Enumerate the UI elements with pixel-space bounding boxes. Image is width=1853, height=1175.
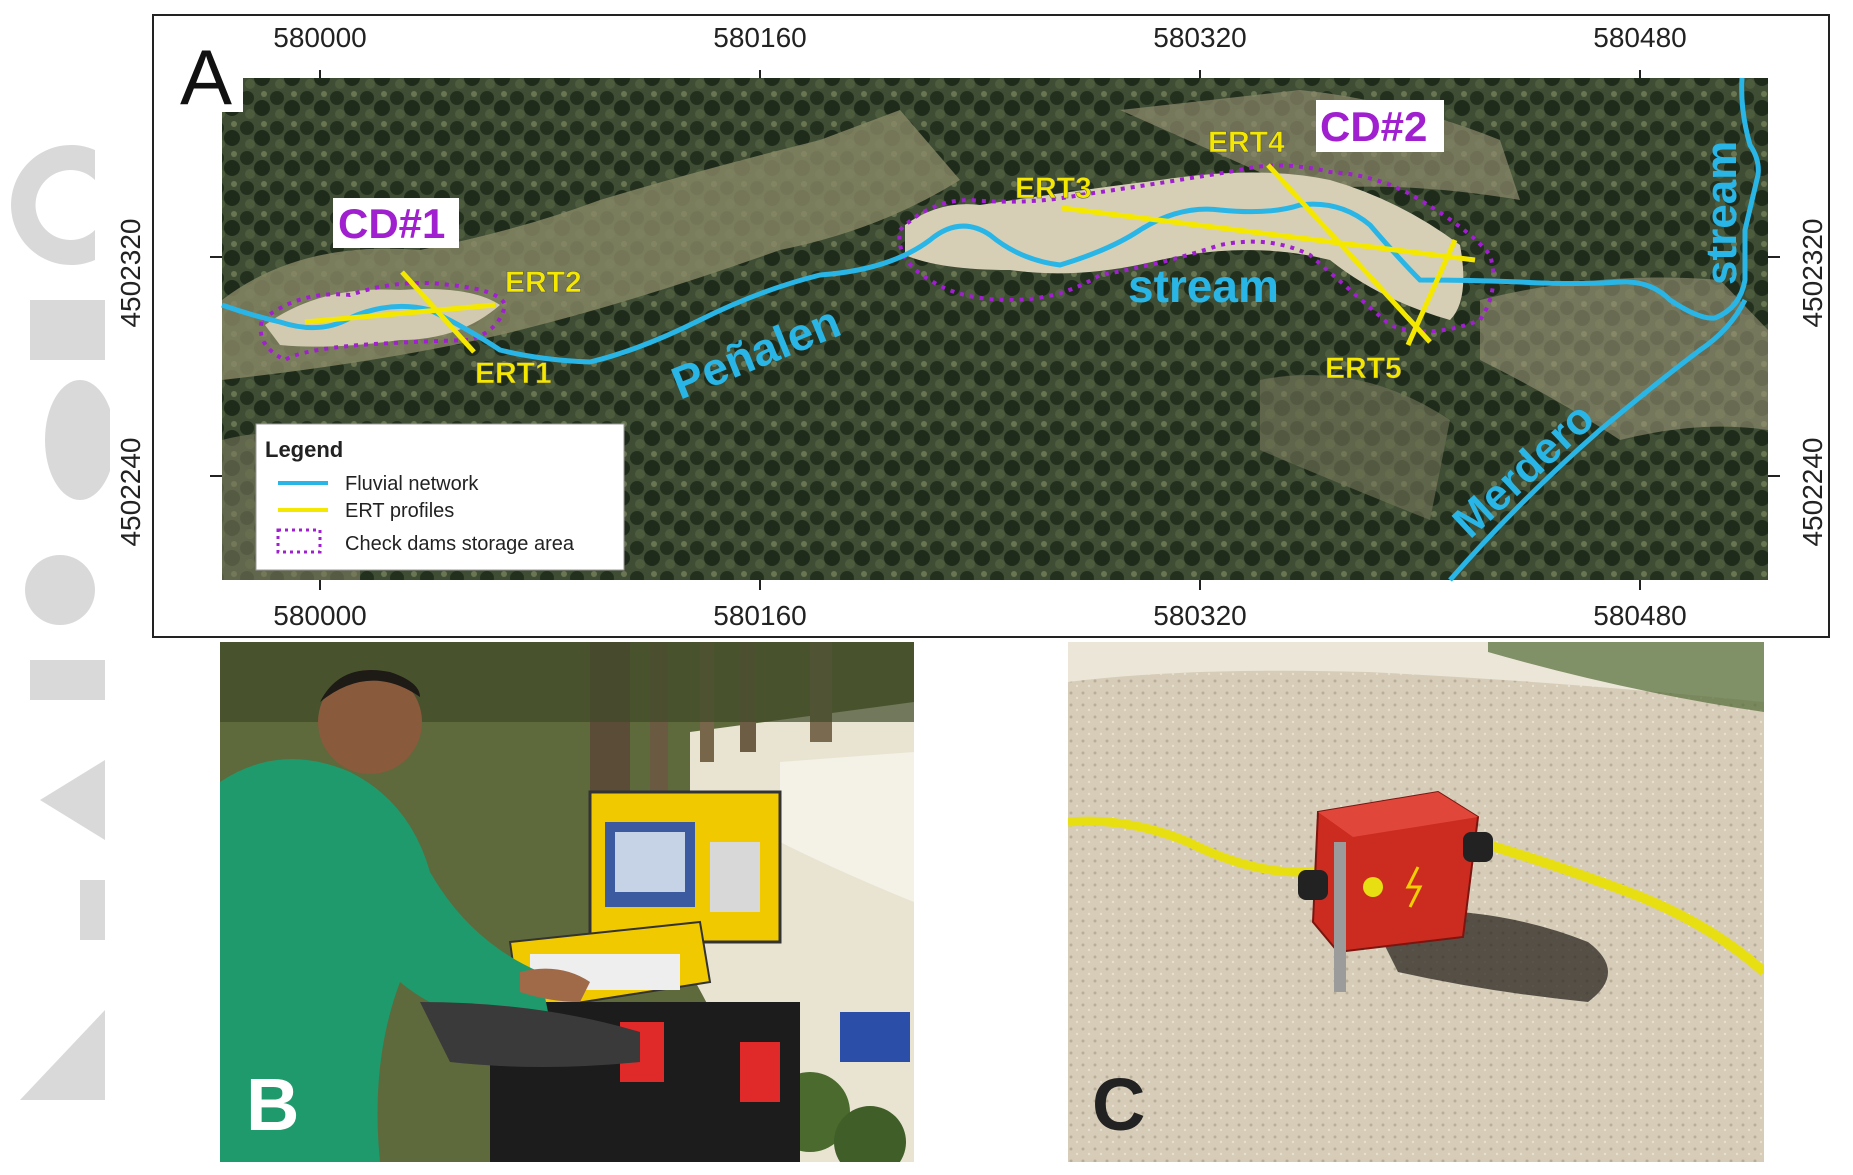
x-tick-top: 580160 xyxy=(713,22,807,53)
x-tick-bottom: 580320 xyxy=(1153,600,1247,631)
merdero-stream xyxy=(1448,298,1748,582)
label-ert4: ERT4 xyxy=(1208,126,1285,159)
photo-b-scene xyxy=(220,642,914,1162)
label-ert2: ERT2 xyxy=(505,266,582,299)
x-tick-bottom: 580480 xyxy=(1593,600,1687,631)
ert5-line xyxy=(1405,238,1458,347)
x-tick-top: 580000 xyxy=(273,22,367,53)
label-stream-main: stream xyxy=(1128,260,1279,312)
x-tick-bottom: 580000 xyxy=(273,600,367,631)
legend-item-ert: ERT profiles xyxy=(345,500,454,522)
label-stream-right: stream xyxy=(1697,141,1746,285)
label-ert1: ERT1 xyxy=(475,357,552,390)
legend: Legend Fluvial network ERT profiles Chec… xyxy=(255,423,625,571)
x-tick-top: 580480 xyxy=(1593,22,1687,53)
label-ert3: ERT3 xyxy=(1015,172,1092,205)
label-ert5: ERT5 xyxy=(1325,352,1402,385)
ert3-line xyxy=(1061,205,1476,263)
ert4-line xyxy=(1266,163,1432,344)
panel-letter-b: B xyxy=(246,1063,300,1146)
x-tick-bottom: 580160 xyxy=(713,600,807,631)
ert2-line xyxy=(304,302,496,325)
photo-c-scene xyxy=(1068,642,1764,1162)
ert-profiles xyxy=(304,163,1476,354)
panel-letter-c: C xyxy=(1092,1063,1146,1146)
legend-item-fluvial: Fluvial network xyxy=(345,473,479,495)
label-cd1: CD#1 xyxy=(338,200,445,247)
x-tick-top: 580320 xyxy=(1153,22,1247,53)
label-cd2: CD#2 xyxy=(1320,103,1427,150)
panel-letter-a: A xyxy=(180,33,232,121)
legend-item-checkdam: Check dams storage area xyxy=(345,533,575,555)
photo-c: C xyxy=(1068,642,1764,1162)
watermark xyxy=(11,145,110,1100)
legend-title: Legend xyxy=(265,437,343,462)
photo-b: B xyxy=(220,642,914,1162)
checkdam-area-2 xyxy=(897,163,1496,334)
penalen-stream xyxy=(221,77,1761,365)
